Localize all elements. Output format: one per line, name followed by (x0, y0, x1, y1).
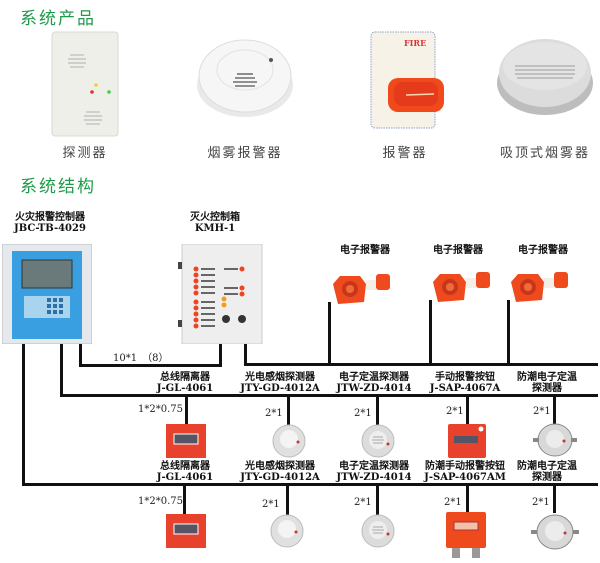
device-name: 光电感烟探测器 (245, 461, 315, 472)
smoke-alarm-icon (195, 30, 295, 125)
controller-name: 火灾报警控制器 (15, 212, 85, 223)
drop-wire (287, 394, 290, 426)
drop-wire (286, 483, 289, 515)
bus-isolator-icon (166, 514, 206, 552)
wire-spec-label: 1*2*0.75 (138, 496, 183, 507)
device-name: 电子定温探测器 (339, 372, 409, 383)
device-model: 探测器 (532, 472, 562, 483)
drop-wire (466, 394, 469, 426)
bus-wire (79, 364, 222, 367)
wire-spec-label: 2*1 (354, 497, 372, 508)
device-model: JTY-GD-4012A (240, 383, 320, 394)
smoke-detector-icon (272, 424, 306, 462)
device-name: 电子定温探测器 (339, 461, 409, 472)
wire-spec-label: 1*2*0.75 (138, 404, 183, 415)
manual-call-point-icon (448, 424, 486, 462)
heat-detector-icon (361, 424, 395, 462)
electronic-siren-icon (430, 270, 492, 312)
device-name: 光电感烟探测器 (245, 372, 315, 383)
wire-spec-label: 2*1 (444, 497, 462, 508)
bus-wire (244, 344, 247, 366)
moisture-proof-heat-detector-icon (531, 512, 579, 556)
drop-wire (376, 394, 379, 426)
device-name: 总线隔离器 (160, 372, 210, 383)
bus-wire (244, 363, 598, 366)
products-heading: 系统产品 (20, 9, 96, 29)
drop-wire (466, 483, 469, 515)
drop-wire (376, 483, 379, 515)
siren-label: 电子报警器 (433, 245, 483, 256)
device-model: J-GL-4061 (156, 383, 214, 394)
extinguish-control-box (178, 243, 264, 345)
bus-wire (429, 300, 432, 366)
wire-spec-label: 2*1 (262, 499, 280, 510)
drop-wire (183, 483, 186, 515)
wire-spec-label: 10*1 （8） (113, 353, 169, 364)
gas-detector-icon (50, 30, 120, 140)
bus-wire (60, 344, 63, 396)
bus-wire (328, 302, 331, 366)
loop-bus-1 (60, 394, 598, 397)
controller-model: KMH-1 (194, 223, 236, 234)
bus-wire (79, 344, 82, 366)
drop-wire (553, 483, 556, 513)
device-model: JTW-ZD-4014 (336, 383, 412, 394)
loop-bus-2 (22, 483, 598, 486)
device-model: 探测器 (532, 383, 562, 394)
smoke-detector-icon (270, 514, 304, 552)
ceiling-smoke-detector-icon (495, 28, 595, 123)
wire-spec-label: 2*1 (265, 408, 283, 419)
controller-name: 灭火控制箱 (190, 212, 240, 223)
device-model: J-GL-4061 (156, 472, 214, 483)
electronic-siren-icon (508, 270, 570, 312)
wire-spec-label: 2*1 (446, 406, 464, 417)
device-model: JTY-GD-4012A (240, 472, 320, 483)
wire-spec-label: 2*1 (533, 406, 551, 417)
bus-isolator-icon (166, 424, 206, 462)
electronic-siren-icon (330, 272, 392, 314)
product-label: 报警器 (382, 146, 428, 161)
siren-label: 电子报警器 (518, 245, 568, 256)
device-name: 防潮电子定温 (517, 372, 577, 383)
device-label: 防潮电子定温探测器 (512, 461, 582, 483)
moisture-proof-heat-detector-icon (533, 422, 577, 462)
bus-wire (507, 300, 510, 366)
device-name: 防潮手动报警按钮 (425, 461, 505, 472)
siren-label: 电子报警器 (340, 245, 390, 256)
device-name: 总线隔离器 (160, 461, 210, 472)
extinguish-box-label: 灭火控制箱 KMH-1 (185, 212, 245, 234)
drop-wire (185, 394, 188, 426)
product-label: 吸顶式烟雾器 (499, 146, 590, 161)
structure-heading: 系统结构 (20, 177, 96, 197)
device-model: JTW-ZD-4014 (336, 472, 412, 483)
wire-spec-label: 2*1 (354, 408, 372, 419)
fire-alarm-controller-label: 火灾报警控制器 JBC-TB-4029 (10, 212, 90, 234)
bus-wire (219, 344, 222, 367)
device-model: J-SAP-4067AM (424, 472, 506, 483)
bus-wire (22, 344, 25, 486)
product-label: 探测器 (62, 146, 108, 161)
product-label: 烟雾报警器 (207, 146, 283, 161)
device-name: 手动报警按钮 (435, 372, 495, 383)
device-name: 防潮电子定温 (517, 461, 577, 472)
controller-model: JBC-TB-4029 (14, 223, 86, 234)
fire-strobe-alarm-icon: FIRE (368, 30, 448, 130)
heat-detector-icon (361, 514, 395, 552)
fire-label: FIRE (404, 38, 426, 48)
drop-wire (553, 394, 556, 426)
device-model: J-SAP-4067A (429, 383, 501, 394)
moisture-proof-call-point-icon (446, 512, 486, 563)
device-label: 防潮电子定温探测器 (512, 372, 582, 394)
wire-spec-label: 2*1 (532, 497, 550, 508)
fire-alarm-controller (1, 243, 93, 345)
